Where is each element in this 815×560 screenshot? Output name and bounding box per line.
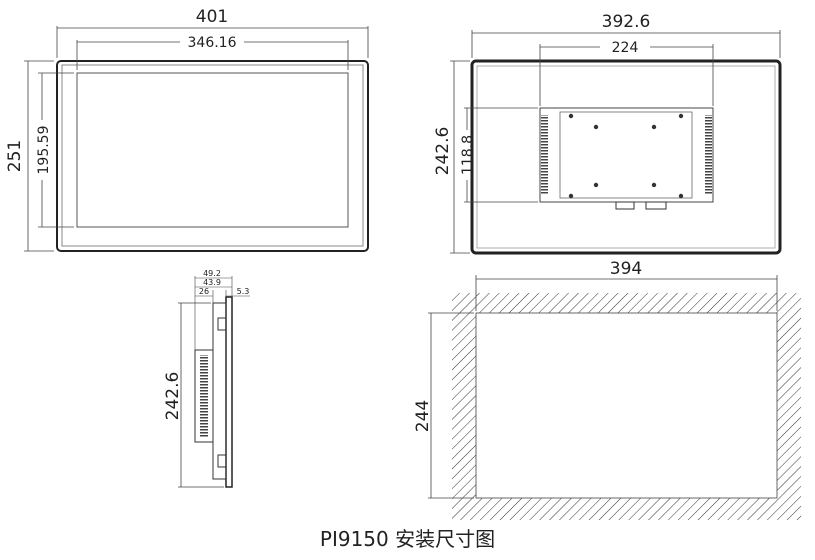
- cutout-opening: [475, 312, 778, 499]
- mount-screw-hole: [678, 193, 684, 199]
- rear-vent-left: [541, 115, 548, 195]
- mount-vesa-hole: [593, 124, 599, 130]
- mount-vesa-hole: [651, 124, 657, 130]
- side-view: 49.2 43.9 26 5.3 242.6: [163, 269, 250, 488]
- mount-vesa-hole: [593, 182, 599, 188]
- rear-outer-width-label: 392.6: [602, 12, 651, 32]
- mount-screw-hole: [678, 113, 684, 119]
- side-body-depth-label: 43.9: [203, 278, 221, 287]
- rear-view: 392.6 224 242.6 118.8: [433, 12, 782, 255]
- io-connector: [615, 201, 635, 210]
- front-inner-width-label: 346.16: [188, 35, 237, 51]
- cutout-height-label: 244: [413, 400, 433, 432]
- front-inner-height-label: 195.59: [36, 126, 52, 175]
- cutout-width-label: 394: [610, 259, 642, 279]
- rear-panel-outer: [470, 59, 782, 255]
- side-height-label: 242.6: [163, 372, 183, 421]
- cutout-view: 394 244: [413, 259, 801, 520]
- side-connector: [217, 454, 227, 468]
- side-total-depth-label: 49.2: [203, 269, 221, 278]
- rear-mount-bracket: [539, 107, 714, 203]
- side-bracket-depth-label: 26: [199, 287, 209, 296]
- rear-panel-inner: [476, 65, 776, 249]
- front-view: 401 346.16 251 195.59: [5, 7, 369, 252]
- rear-outer-height-label: 242.6: [433, 127, 453, 176]
- drawing-caption: PI9150 安装尺寸图: [319, 527, 496, 551]
- side-body: [212, 302, 227, 480]
- side-bezel: [225, 296, 233, 488]
- front-outer-height-label: 251: [5, 140, 25, 172]
- rear-bracket-width-label: 224: [612, 40, 639, 56]
- rear-vent-right: [705, 115, 712, 195]
- side-connector: [217, 317, 227, 331]
- side-bezel-thickness-label: 5.3: [237, 287, 250, 296]
- mount-vesa-hole: [651, 182, 657, 188]
- rear-bracket-height-label: 118.8: [460, 135, 476, 175]
- mount-screw-hole: [568, 113, 574, 119]
- side-vent: [200, 355, 208, 437]
- mount-screw-hole: [568, 193, 574, 199]
- side-bracket: [194, 349, 214, 443]
- front-bezel-inner: [61, 64, 364, 247]
- front-display-area: [76, 72, 349, 228]
- io-connector: [645, 201, 667, 210]
- rear-mount-plate: [559, 111, 693, 199]
- front-panel-outer: [56, 60, 369, 252]
- front-outer-width-label: 401: [196, 7, 228, 27]
